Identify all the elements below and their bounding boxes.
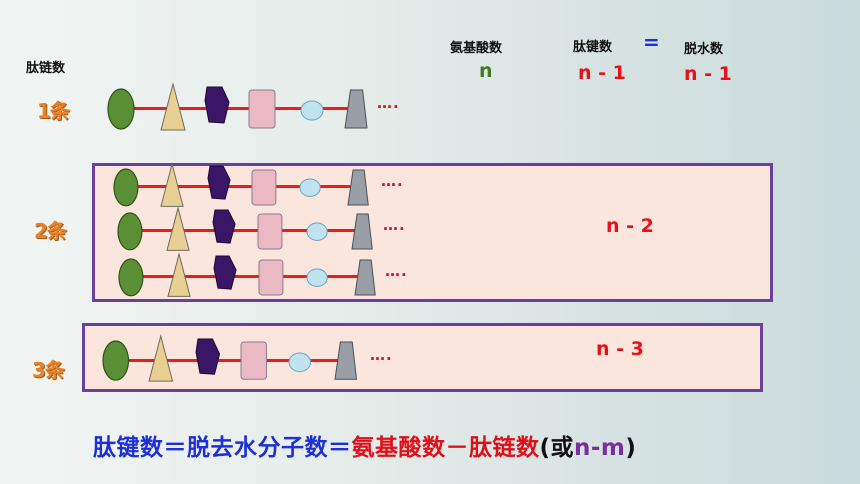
pink-rectangle-icon: [257, 213, 283, 249]
peptide-bond-line: [133, 185, 357, 188]
blue-circle-icon: [300, 100, 324, 120]
chain-ellipsis: ….: [383, 216, 406, 234]
blue-circle-icon: [306, 222, 328, 242]
blue-circle-icon: [299, 178, 321, 198]
water-removed-count-value: n - 1: [684, 63, 732, 85]
equals-sign: =: [643, 30, 660, 54]
formula-part-5: ): [625, 435, 637, 461]
pink-rectangle-icon: [240, 341, 267, 381]
gray-trapezoid-icon: [347, 169, 369, 205]
green-oval-icon: [117, 212, 143, 250]
green-oval-icon: [113, 168, 139, 206]
three-chain-box: [82, 323, 763, 392]
formula-part-2: 氨基酸数－肽链数: [351, 435, 540, 461]
water-removed-count-header: 脱水数: [684, 42, 724, 57]
triangle-icon: [160, 82, 186, 131]
row-value-3: n - 3: [596, 338, 644, 360]
row-label-2: 2条: [34, 219, 67, 243]
green-oval-icon: [107, 88, 135, 130]
triangle-icon: [166, 205, 190, 251]
row-label-1: 1条: [37, 99, 70, 123]
peptide-bond-line: [137, 229, 361, 232]
purple-hexagon-icon: [207, 165, 231, 201]
purple-hexagon-icon: [204, 86, 230, 124]
purple-hexagon-icon: [212, 209, 236, 245]
green-oval-icon: [118, 258, 144, 296]
row-value-2: n - 2: [606, 215, 654, 237]
summary-formula: 肽键数＝脱去水分子数＝氨基酸数－肽链数(或n-m): [93, 428, 636, 462]
gray-trapezoid-icon: [354, 259, 376, 295]
peptide-bond-line: [127, 107, 354, 110]
peptide-bond-line: [122, 359, 344, 362]
chain-ellipsis: ….: [385, 262, 408, 280]
row-label-3: 3条: [32, 358, 65, 382]
peptide-bond-count-header: 肽键数: [573, 40, 613, 55]
gray-trapezoid-icon: [351, 213, 373, 249]
purple-hexagon-icon: [195, 338, 221, 376]
peptide-chain-count-header: 肽链数: [26, 61, 66, 76]
blue-circle-icon: [306, 268, 328, 288]
amino-acid-count-header: 氨基酸数: [450, 41, 503, 56]
chain-ellipsis: ….: [370, 346, 393, 364]
blue-circle-icon: [288, 352, 312, 372]
triangle-icon: [160, 161, 184, 207]
gray-trapezoid-icon: [344, 89, 368, 129]
gray-trapezoid-icon: [334, 341, 358, 381]
formula-part-1: 肽键数＝脱去水分子数＝: [93, 435, 352, 461]
chain-ellipsis: ….: [377, 94, 400, 112]
pink-rectangle-icon: [258, 259, 284, 295]
peptide-bond-line: [138, 275, 364, 278]
formula-part-4: n-m: [574, 435, 626, 461]
formula-part-3: (或: [539, 435, 575, 461]
chain-ellipsis: ….: [381, 172, 404, 190]
green-oval-icon: [102, 340, 130, 382]
pink-rectangle-icon: [251, 169, 277, 205]
pink-rectangle-icon: [248, 89, 276, 129]
amino-acid-count-value: n: [479, 60, 493, 82]
triangle-icon: [148, 334, 174, 383]
two-chain-box: [92, 163, 773, 302]
peptide-bond-count-value: n - 1: [578, 62, 626, 84]
triangle-icon: [167, 251, 191, 297]
purple-hexagon-icon: [213, 255, 237, 291]
